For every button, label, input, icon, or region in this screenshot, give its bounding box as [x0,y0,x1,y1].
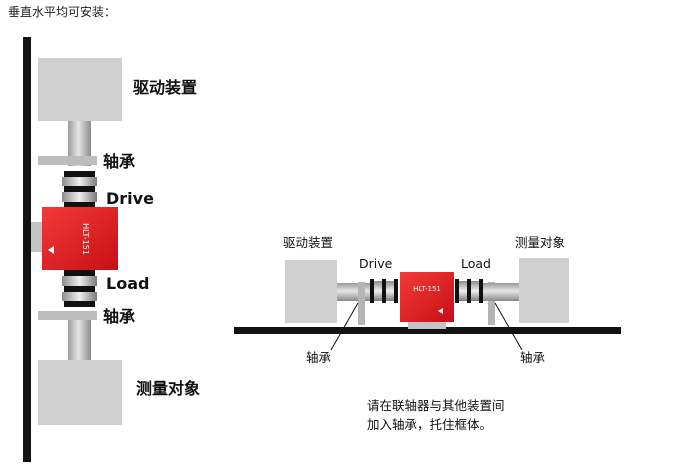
horizontal-left-shaft [337,283,373,301]
horizontal-bearing-right-label: 轴承 [520,350,546,365]
vertical-sensor-model: HLT-151 [81,223,90,255]
horizontal-base [234,327,621,334]
vertical-bottom-shaft [68,320,91,362]
vertical-installation: 驱动装置 轴承 Drive HLT-151 [23,37,200,462]
horizontal-sensor-model: HLT-151 [413,285,441,293]
vertical-load-label: Load [106,274,149,293]
vertical-measured-object [38,360,122,425]
vertical-bearing-bottom-label: 轴承 [103,307,135,326]
horizontal-load-label: Load [461,256,491,271]
horizontal-left-bearing-leader [330,302,359,351]
horizontal-right-bearing [488,282,495,325]
vertical-bottom-bearing [38,311,97,320]
horizontal-right-shaft [483,283,519,301]
vertical-top-bearing [38,156,97,165]
note-line-1: 请在联轴器与其他装置间 [367,398,505,413]
horizontal-drive-label: Drive [359,256,393,271]
horizontal-drive-device [285,260,337,323]
vertical-measured-object-label: 测量对象 [136,379,200,398]
vertical-bottom-coupling [62,270,97,307]
horizontal-drive-device-label: 驱动装置 [283,235,333,250]
vertical-wall [23,37,31,462]
horizontal-left-bearing [358,282,365,325]
vertical-bearing-top-label: 轴承 [103,152,135,171]
horizontal-left-coupling [370,279,398,303]
vertical-drive-device [38,58,122,121]
horizontal-sensor-logo-icon [438,308,443,314]
horizontal-bearing-left-label: 轴承 [306,350,332,365]
vertical-top-coupling [62,171,97,207]
vertical-drive-label: Drive [106,189,154,208]
horizontal-sensor: HLT-151 [400,272,454,329]
note-line-2: 加入轴承，托住框体。 [367,417,493,432]
vertical-sensor-logo-icon [48,246,54,254]
horizontal-right-coupling [455,279,483,303]
horizontal-installation: 驱动装置 轴承 Drive HLT-151 [234,235,621,365]
vertical-sensor: HLT-151 [31,207,118,270]
vertical-top-shaft [68,121,91,166]
caption: 垂直水平均可安装： [8,5,117,19]
horizontal-measured-object [519,258,569,323]
horizontal-right-bearing-leader [494,302,523,351]
horizontal-measured-object-label: 测量对象 [515,235,565,250]
vertical-drive-device-label: 驱动装置 [133,78,197,97]
